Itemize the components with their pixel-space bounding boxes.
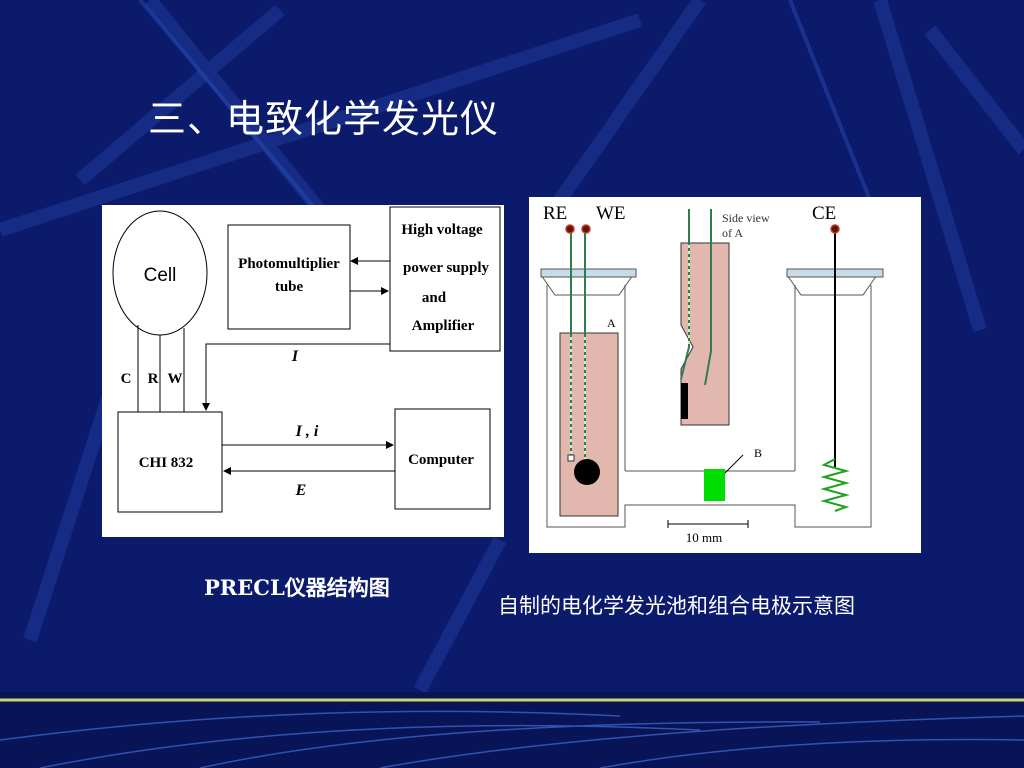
signal-e-label: E	[295, 482, 307, 499]
signal-i-label: I	[291, 348, 299, 365]
electrode-c-label: C	[121, 371, 132, 387]
hv-label-line4: Amplifier	[412, 318, 475, 334]
cell-schematic-caption: 自制的电化学发光池和组合电极示意图	[498, 594, 855, 618]
cell-schematic: RE WE CE Side view of A A B 10 mm	[540, 203, 884, 545]
label-b: B	[754, 446, 762, 460]
signal-ii-label: I , i	[295, 423, 319, 440]
left-chamber-wall	[546, 285, 872, 528]
side-view-label-line1: Side view	[722, 211, 770, 225]
left-chamber-ring	[540, 268, 637, 278]
computer-label: Computer	[408, 452, 474, 468]
block-diagram-panel: Cell Photomultiplier tube High voltage p…	[102, 205, 504, 537]
electrode-block-a	[559, 332, 619, 517]
we-label: WE	[596, 203, 626, 224]
slide-title: 三、电致化学发光仪	[148, 97, 500, 141]
photomultiplier-box	[227, 224, 351, 330]
scale-label: 10 mm	[686, 530, 722, 545]
cell-schematic-panel: RE WE CE Side view of A A B 10 mm	[529, 197, 921, 553]
computer-box	[394, 408, 491, 510]
high-voltage-box	[389, 206, 501, 352]
hv-label-line3: and	[422, 290, 447, 306]
membrane-b	[704, 469, 725, 501]
side-view-label-line2: of A	[722, 226, 743, 240]
electrode-w-label: W	[168, 371, 183, 387]
hv-label-line1: High voltage	[401, 222, 483, 238]
re-label: RE	[543, 203, 567, 224]
block-diagram-caption: PRECL仪器结构图	[204, 575, 390, 600]
pmt-label-line1: Photomultiplier	[238, 256, 340, 272]
label-a: A	[607, 316, 616, 330]
pmt-label-line2: tube	[275, 279, 304, 295]
working-electrode-tip	[574, 459, 600, 485]
ce-label: CE	[812, 203, 836, 224]
potentiostat-box	[117, 411, 223, 513]
we-terminal	[581, 224, 591, 234]
block-diagram: Cell Photomultiplier tube High voltage p…	[112, 206, 501, 513]
potentiostat-label: CHI 832	[139, 455, 194, 471]
ce-terminal	[830, 224, 840, 234]
hv-label-line2: power supply	[403, 260, 490, 276]
counter-electrode-coil	[820, 458, 850, 512]
electrode-r-label: R	[148, 371, 159, 387]
re-terminal	[565, 224, 575, 234]
cell-label: Cell	[144, 265, 177, 286]
